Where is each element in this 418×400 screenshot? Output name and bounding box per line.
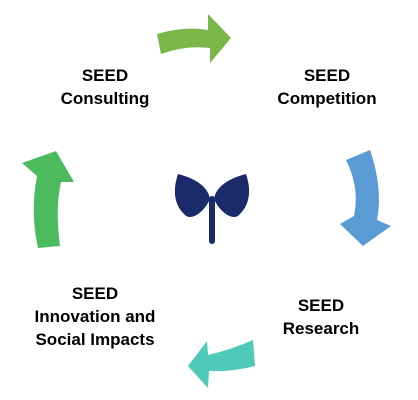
node-seed-consulting: SEED Consulting xyxy=(38,64,172,110)
arrow-innovation-to-consulting xyxy=(22,151,74,248)
arrow-research-to-innovation xyxy=(188,340,255,388)
node-subtitle: Competition xyxy=(277,89,377,108)
node-title: SEED xyxy=(71,284,119,303)
node-subtitle: Consulting xyxy=(60,89,150,108)
node-subtitle-line-1: Innovation and xyxy=(34,307,156,326)
seedling-left-leaf xyxy=(174,174,210,218)
seedling-icon xyxy=(174,174,250,244)
node-seed-research: SEED Research xyxy=(258,294,384,340)
seedling-stem xyxy=(209,196,215,244)
seedling-right-leaf xyxy=(214,174,250,218)
arrow-consulting-to-competition xyxy=(157,14,231,63)
arrow-competition-to-research xyxy=(340,150,391,246)
node-title: SEED xyxy=(297,296,345,315)
node-subtitle-line-2: Social Impacts xyxy=(35,330,155,349)
node-seed-innovation-social-impacts: SEED Innovation and Social Impacts xyxy=(14,282,176,351)
node-subtitle: Research xyxy=(282,319,360,338)
node-title: SEED xyxy=(81,66,129,85)
node-seed-competition: SEED Competition xyxy=(252,64,402,110)
node-title: SEED xyxy=(303,66,351,85)
